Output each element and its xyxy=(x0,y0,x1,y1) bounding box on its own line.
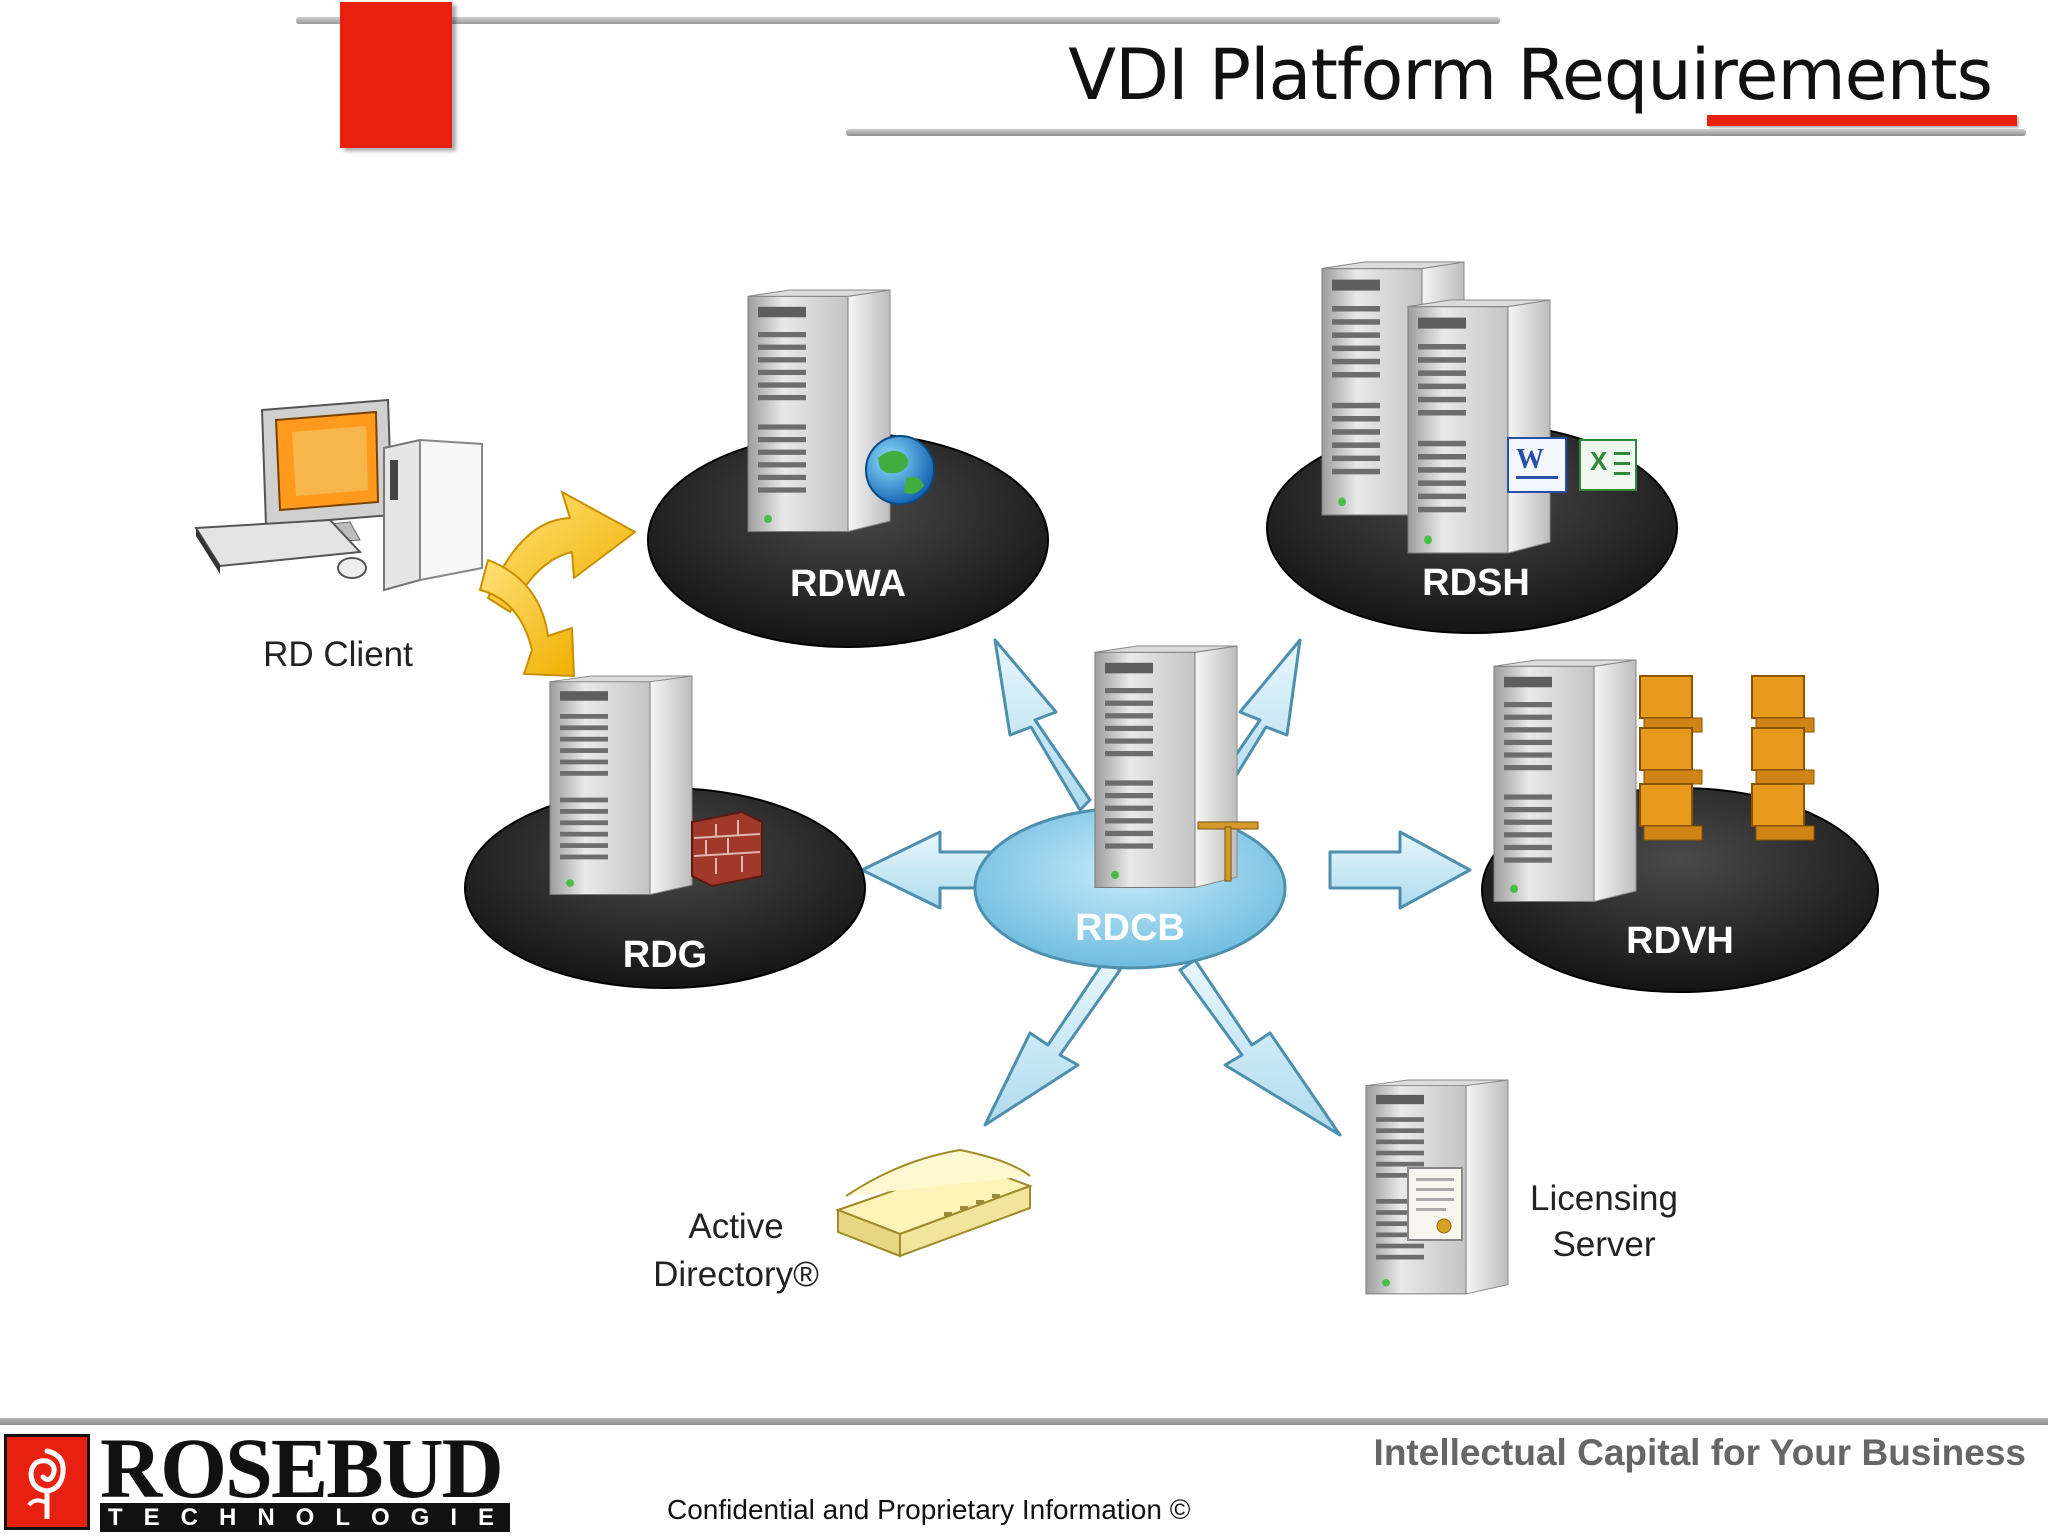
logo-wordmark: ROSEBUD xyxy=(100,1420,504,1516)
word-document-icon: W xyxy=(1507,437,1567,493)
licensing-label-line1: Licensing xyxy=(1530,1179,1678,1218)
svg-text:X: X xyxy=(1590,446,1608,476)
certificate-icon xyxy=(1407,1167,1463,1241)
rdwa-label: RDWA xyxy=(790,563,906,605)
header-red-underline xyxy=(1707,115,2017,126)
arrow-to-rdwa xyxy=(993,638,1092,812)
header-rule-bottom xyxy=(846,129,2026,136)
virtual-desktops-icon xyxy=(1639,675,1815,841)
rdcb-label: RDCB xyxy=(1075,907,1185,949)
footer-slogan: Intellectual Capital for Your Business xyxy=(1373,1432,2026,1473)
arrow-to-licensing xyxy=(1178,958,1342,1137)
rdwa-node: RDWA xyxy=(647,289,1049,648)
vdi-architecture-diagram: RDWA W X RDSH xyxy=(194,261,1879,1295)
excel-spreadsheet-icon: X xyxy=(1579,439,1637,491)
rdcb-connection-arrows xyxy=(860,638,1472,1137)
licensing-server-node: Licensing Server xyxy=(1365,1079,1678,1295)
rdg-label: RDG xyxy=(623,934,707,976)
directory-book-icon xyxy=(835,1148,1033,1258)
firewall-brick-icon xyxy=(691,810,763,888)
svg-text:W: W xyxy=(1516,444,1544,475)
page-title: VDI Platform Requirements xyxy=(1068,34,1993,116)
computer-icon xyxy=(194,398,483,592)
rose-glyph xyxy=(27,1448,66,1519)
logo-tagline-band xyxy=(100,1503,510,1532)
header-rule-top xyxy=(296,17,1500,24)
header-red-block xyxy=(340,2,452,148)
arrow-to-rdvh xyxy=(1328,830,1472,910)
active-directory-label-line2: Directory® xyxy=(653,1255,819,1294)
arrow-to-active-directory xyxy=(983,958,1122,1127)
arrow-client-to-rdg xyxy=(479,559,575,677)
rdvh-node: RDVH xyxy=(1481,659,1879,993)
active-directory-node: Active Directory® xyxy=(653,1148,1033,1294)
rdvh-label: RDVH xyxy=(1626,920,1734,962)
broker-tool-icon xyxy=(1197,821,1259,882)
confidentiality-notice: Confidential and Proprietary Information… xyxy=(667,1494,1191,1525)
rd-client-label: RD Client xyxy=(263,635,413,674)
rd-client-node: RD Client xyxy=(194,398,483,674)
rdsh-node: W X RDSH xyxy=(1266,261,1678,634)
arrow-client-to-rdwa xyxy=(487,491,636,613)
rose-emblem-icon xyxy=(4,1434,90,1530)
active-directory-label-line1: Active xyxy=(688,1207,783,1246)
footer-rule xyxy=(0,1418,2048,1425)
licensing-label-line2: Server xyxy=(1552,1225,1655,1264)
rdcb-node: RDCB xyxy=(973,645,1287,970)
rdg-node: RDG xyxy=(464,675,866,989)
client-connection-arrows xyxy=(479,491,636,677)
globe-icon xyxy=(865,435,935,505)
rdsh-label: RDSH xyxy=(1422,562,1530,604)
logo-tagline: TECHNOLOGIES xyxy=(108,1504,510,1531)
